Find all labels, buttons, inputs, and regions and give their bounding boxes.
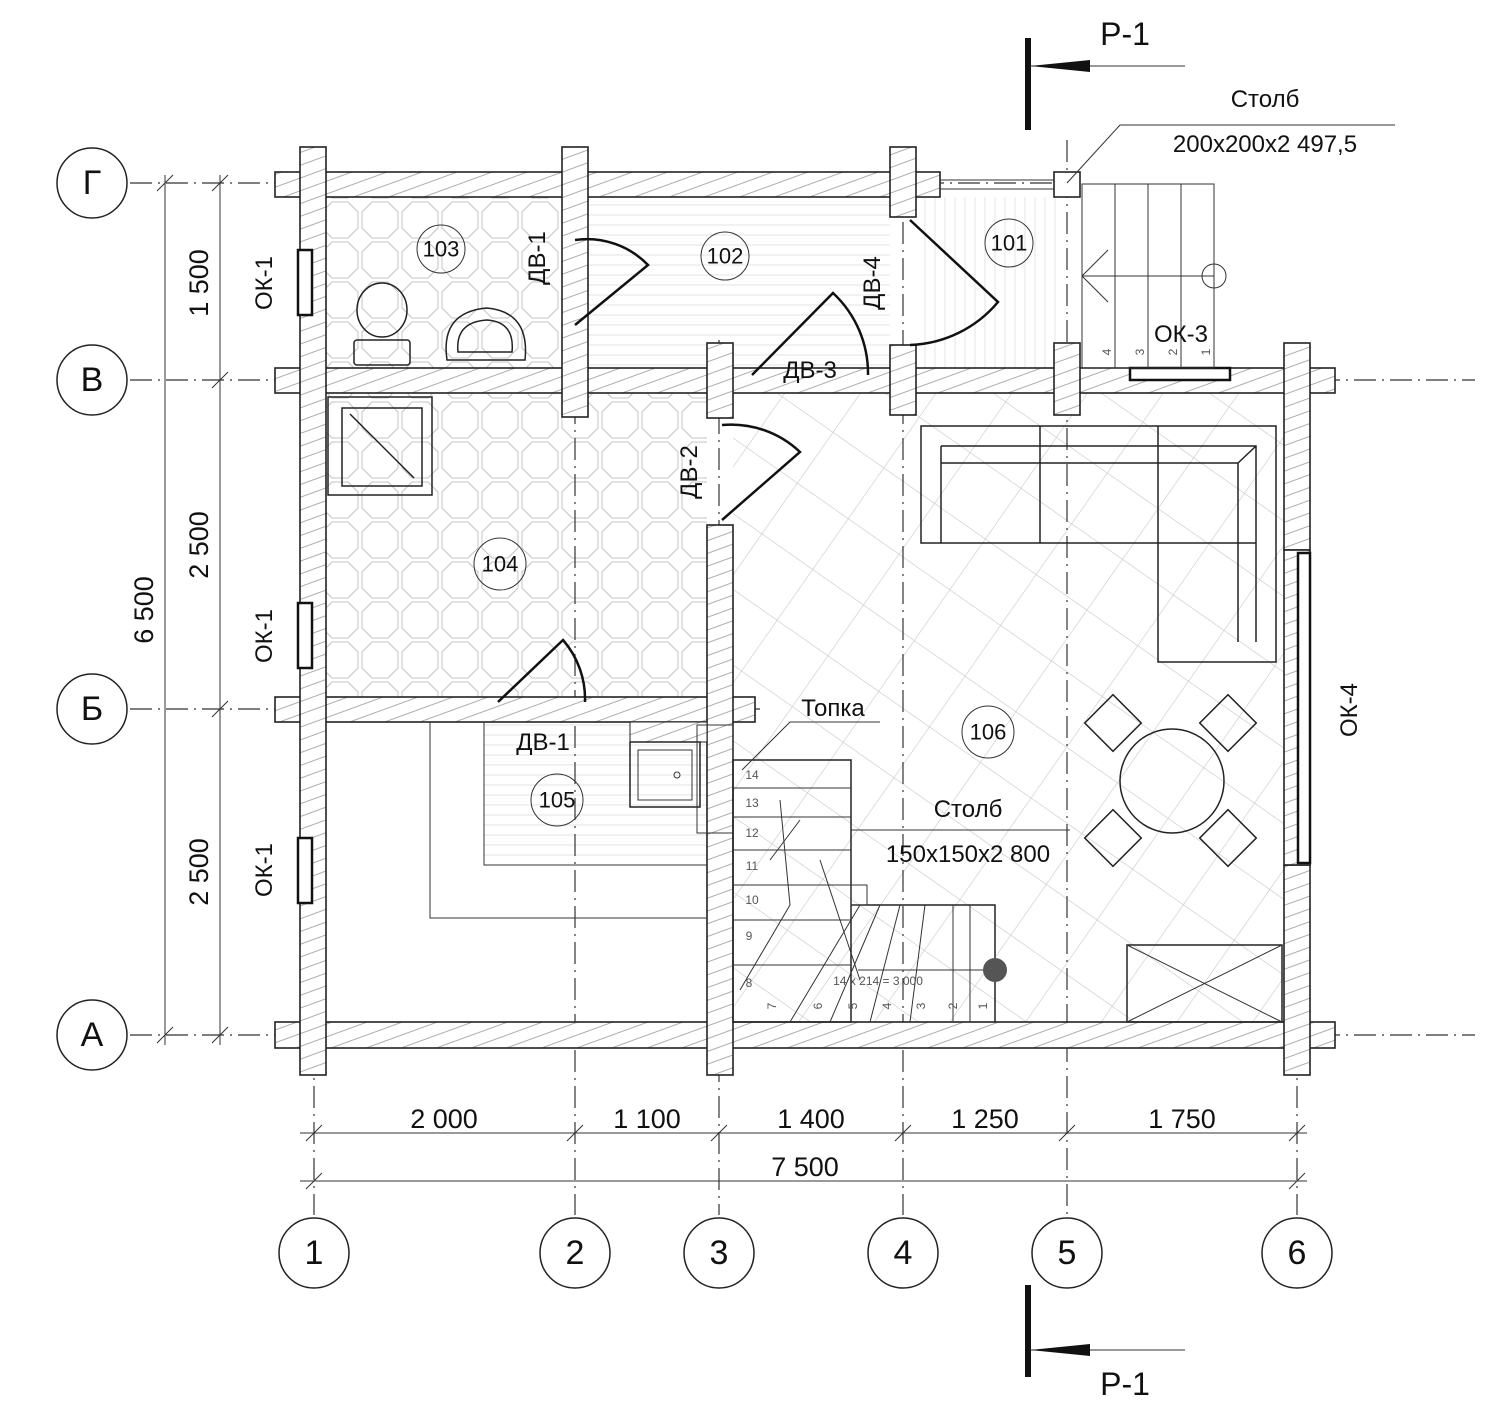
dim-label: 1 750: [1148, 1104, 1216, 1134]
vertical-dimensions: 1 500 2 500 2 500 6 500: [129, 174, 229, 1045]
stove: [429, 721, 734, 919]
dim-label: 1 250: [951, 1104, 1019, 1134]
main-stair-step-numbers: 1 2 3 4 5 6 7 8 9 10 11 12 13 14 14 x 21…: [745, 768, 990, 1009]
room-103-label: 103: [423, 237, 460, 262]
main-staircase: [732, 759, 1007, 1023]
axis-label: 1: [305, 1234, 324, 1272]
dining-table: [1083, 693, 1258, 868]
section-label-top: Р-1: [1100, 16, 1150, 52]
step-number: 1: [1199, 348, 1213, 355]
bathroom-fixtures: [327, 282, 527, 496]
element-labels: ДВ-1 ДВ-1 ДВ-2 ДВ-3 ДВ-4 ОК-1 ОК-1 ОК-1 …: [251, 231, 1363, 897]
step-number: 13: [745, 796, 759, 810]
section-label-bottom: Р-1: [1100, 1366, 1150, 1402]
axis-label: В: [81, 361, 104, 399]
dim-label: 6 500: [129, 576, 159, 644]
axis-label: 2: [566, 1234, 585, 1272]
axis-label: Б: [81, 690, 103, 728]
horizontal-dimensions: 2 000 1 100 1 400 1 250 1 750 7 500: [300, 1104, 1307, 1190]
post-1-size: 200x200x2 497,5: [1173, 131, 1357, 158]
room-102-floor: [588, 197, 890, 368]
sofa: [920, 425, 1277, 663]
post-2-title: Столб: [934, 796, 1003, 823]
room-106-label: 106: [970, 720, 1007, 745]
room-101-floor: [916, 197, 1056, 368]
step-number: 8: [746, 976, 753, 990]
axis-label: 3: [710, 1234, 729, 1272]
door-label: ДВ-4: [859, 256, 886, 310]
room-101-label: 101: [991, 231, 1028, 256]
doors: [497, 219, 1000, 703]
axis-label: 4: [894, 1234, 913, 1272]
door-label: ДВ-2: [676, 445, 703, 499]
dim-label: 2 000: [410, 1104, 478, 1134]
section-marks: Р-1 Р-1: [1025, 16, 1185, 1402]
window-label: ОК-3: [1154, 321, 1208, 348]
column-axis-markers: 1 2 3 4 5 6: [278, 1217, 1333, 1289]
step-number: 11: [746, 859, 759, 873]
room-104-floor: [326, 393, 707, 697]
door-label: ДВ-1: [516, 729, 570, 756]
row-axis-markers: Г В Б А: [56, 147, 128, 1071]
window-label: ОК-1: [251, 843, 278, 897]
annotations: Столб 200x200x2 497,5 Топка Столб 150x15…: [741, 86, 1395, 868]
room-102-label: 102: [707, 244, 744, 269]
step-number: 4: [1100, 348, 1114, 355]
room-105-floor: [484, 722, 707, 865]
step-number: 1: [976, 1002, 990, 1009]
dim-label: 1 100: [613, 1104, 681, 1134]
step-number: 10: [745, 893, 759, 907]
room-104-label: 104: [482, 552, 519, 577]
window-label: ОК-4: [1336, 683, 1363, 737]
room-106-floor: [733, 393, 1284, 1022]
room-105-label: 105: [539, 788, 576, 813]
windows: [296, 248, 1312, 905]
dim-label: 2 500: [184, 511, 214, 579]
axis-label: Г: [83, 164, 101, 202]
door-label: ДВ-3: [783, 357, 837, 384]
axis-label: А: [81, 1016, 104, 1054]
dim-label: 1 400: [777, 1104, 845, 1134]
door-label: ДВ-1: [524, 231, 551, 285]
step-number: 12: [745, 826, 759, 840]
dim-label: 2 500: [184, 838, 214, 906]
step-number: 9: [746, 929, 753, 943]
step-number: 14: [745, 768, 759, 782]
log-walls: [274, 146, 1336, 1076]
step-number: 7: [765, 1002, 779, 1009]
porch-stairs: 1 2 3 4: [1081, 183, 1227, 369]
room-tags: 101 102 103 104 105 106: [416, 218, 1034, 827]
window-label: ОК-1: [251, 256, 278, 310]
firebox-label: Топка: [801, 695, 865, 722]
stair-formula: 14 x 214 = 3 000: [833, 974, 923, 988]
step-number: 2: [946, 1002, 960, 1009]
fireplace-box: [1126, 944, 1283, 1023]
dim-total-label: 7 500: [771, 1152, 839, 1182]
step-number: 2: [1166, 348, 1180, 355]
post-2-size: 150x150x2 800: [886, 841, 1050, 868]
step-number: 3: [1133, 348, 1147, 355]
dim-label: 1 500: [184, 249, 214, 317]
step-number: 5: [846, 1002, 860, 1009]
axis-label: 5: [1058, 1234, 1077, 1272]
step-number: 6: [811, 1002, 825, 1009]
post-1-title: Столб: [1231, 86, 1300, 113]
step-number: 4: [880, 1002, 894, 1009]
window-label: ОК-1: [251, 609, 278, 663]
axis-label: 6: [1288, 1234, 1307, 1272]
step-number: 3: [914, 1002, 928, 1009]
